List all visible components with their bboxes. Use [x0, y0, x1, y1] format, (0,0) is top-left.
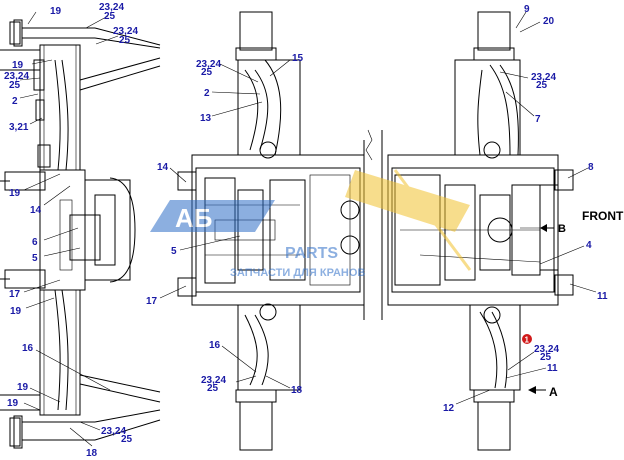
callout-25: 25 — [536, 80, 548, 91]
callout-6: 6 — [32, 237, 38, 248]
callout-9: 9 — [524, 4, 530, 15]
callout-7: 7 — [535, 114, 541, 125]
callout-19: 19 — [17, 382, 29, 393]
view-b-label: B — [558, 223, 566, 235]
callout-25: 25 — [540, 352, 552, 363]
watermark-crane-shape — [345, 170, 470, 232]
callout-17: 17 — [9, 289, 21, 300]
callout-11: 11 — [597, 291, 608, 302]
callout-23-24: 23,24 — [531, 72, 556, 83]
callout-23-24: 23,24 — [113, 26, 138, 37]
watermark: АБ PARTS ЗАПЧАСТИ ДЛЯ КРАНОВ — [150, 169, 472, 279]
watermark-tagline: ЗАПЧАСТИ ДЛЯ КРАНОВ — [230, 267, 365, 279]
front-direction-label: FRONT — [582, 209, 624, 223]
callout-25: 25 — [207, 383, 219, 394]
callout-2: 2 — [204, 88, 210, 99]
callout-5: 5 — [32, 253, 38, 264]
callout-11: 11 — [547, 363, 558, 374]
callout-13: 13 — [200, 113, 212, 124]
callout-18: 18 — [291, 385, 303, 396]
callout-25: 25 — [121, 434, 133, 445]
callout-19: 19 — [50, 6, 62, 17]
callout-25: 25 — [104, 11, 116, 22]
leader-lines — [19, 11, 597, 447]
callout-14: 14 — [157, 162, 169, 173]
watermark-sub: PARTS — [285, 245, 338, 262]
callout-17: 17 — [146, 296, 158, 307]
callout-19: 19 — [9, 188, 21, 199]
callout-23-24: 23,24 — [534, 344, 559, 355]
left-side-view — [0, 19, 161, 449]
callout-19: 19 — [12, 60, 24, 71]
callout-23-24: 23,24 — [101, 426, 126, 437]
callout-23-24: 23,24 — [196, 59, 221, 70]
right-plan-view — [381, 11, 574, 451]
callout-18: 18 — [86, 448, 98, 459]
callout-2: 2 — [12, 96, 18, 107]
marker-badge-text: 1 — [525, 336, 530, 345]
callout-23-24: 23,24 — [99, 2, 124, 13]
view-a-label: A — [549, 385, 558, 399]
callout-25: 25 — [9, 80, 21, 91]
callout-23-24: 23,24 — [201, 375, 226, 386]
callout-16: 16 — [209, 340, 221, 351]
callout-15: 15 — [292, 53, 304, 64]
callout-20: 20 — [543, 16, 555, 27]
watermark-shape — [150, 200, 275, 232]
callout-4: 4 — [586, 240, 592, 251]
callout-8: 8 — [588, 162, 594, 173]
callout-16: 16 — [22, 343, 34, 354]
callout-5: 5 — [171, 246, 177, 257]
callout-25: 25 — [119, 35, 131, 46]
callout-19: 19 — [7, 398, 19, 409]
callout-23-24: 23,24 — [4, 71, 29, 82]
callout-3-21: 3,21 — [9, 122, 29, 133]
watermark-brand: АБ — [175, 203, 212, 233]
callout-25: 25 — [201, 67, 213, 78]
callout-12: 12 — [443, 403, 455, 414]
callout-19: 19 — [10, 306, 22, 317]
marker-badge — [522, 334, 532, 344]
callout-labels: 19 23,24 25 23,24 25 19 23,24 25 2 3,21 … — [4, 2, 608, 459]
callout-14: 14 — [30, 205, 42, 216]
